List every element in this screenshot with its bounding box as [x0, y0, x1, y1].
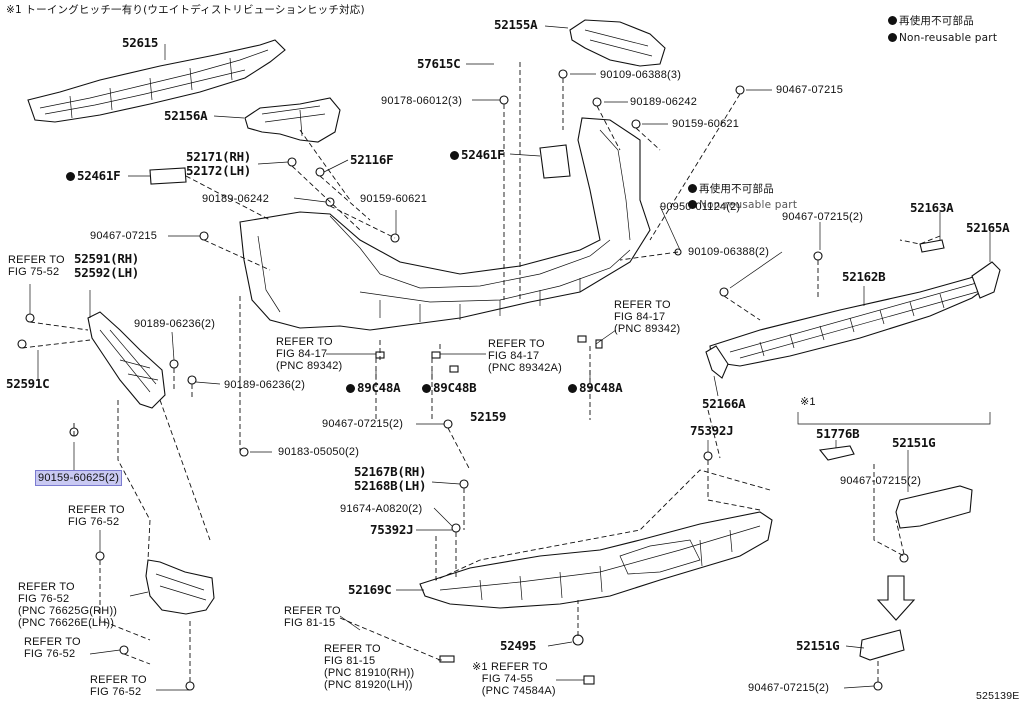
part-90467-07215-top[interactable]: 90467-07215	[776, 84, 844, 96]
part-89C48A-left[interactable]: 89C48A	[346, 381, 401, 395]
part-90159-60625-highlighted[interactable]: 90159-60625(2)	[35, 470, 123, 486]
bracket-52156A-shape	[244, 97, 341, 143]
part-90159-60621-top[interactable]: 90159-60621	[672, 118, 740, 130]
part-52591C[interactable]: 52591C	[6, 376, 50, 391]
part-90467-07215-left[interactable]: 90467-07215	[90, 230, 158, 242]
bumper-cover-shape	[239, 117, 651, 331]
non-reusable-marker-icon	[450, 151, 459, 160]
part-90189-06236-upper[interactable]: 90189-06236(2)	[134, 318, 216, 330]
non-reusable-marker-icon	[688, 184, 697, 193]
part-90467-07215-bottom[interactable]: 90467-07215(2)	[748, 682, 830, 694]
part-90189-06242-mid[interactable]: 90189-06242	[202, 193, 270, 205]
legend-jp-duplicate: 再使用不可部品	[688, 183, 774, 195]
part-52591-rh[interactable]: 52591(RH)	[74, 251, 140, 266]
bracket-52155A-shape	[569, 19, 666, 67]
part-52171[interactable]: 52171(RH)	[186, 149, 252, 164]
clip-51776B-shape	[818, 445, 855, 461]
non-reusable-marker-icon	[888, 16, 897, 25]
part-52165A[interactable]: 52165A	[966, 220, 1010, 235]
part-52592-lh[interactable]: 52592(LH)	[74, 265, 140, 280]
part-90178-06012[interactable]: 90178-06012(3)	[381, 95, 463, 107]
legend-jp: 再使用不可部品	[888, 15, 974, 27]
legend-en: Non-reusable part	[888, 32, 997, 44]
mudguard-shape	[145, 559, 215, 615]
part-90467-07215-right[interactable]: 90467-07215(2)	[782, 211, 864, 223]
dashed-assembly-lines	[21, 62, 941, 682]
part-90183-05050[interactable]: 90183-05050(2)	[278, 446, 360, 458]
part-90467-07215-option[interactable]: 90467-07215(2)	[840, 475, 922, 487]
part-90189-06236-lower[interactable]: 90189-06236(2)	[224, 379, 306, 391]
seal-52461F-right-shape	[539, 144, 571, 179]
pad-52163A-shape	[919, 239, 945, 253]
part-89C48A-right[interactable]: 89C48A	[568, 381, 623, 395]
bracket-52166A-shape	[705, 345, 729, 379]
part-52159[interactable]: 52159	[470, 409, 507, 424]
legend-en-duplicate: Non-reusable part	[688, 199, 797, 211]
option-note: ※1 トーイングヒッチ一有り(ウエイトディストリビューションヒッチ対応)	[6, 4, 365, 16]
protector-52151G-lower-shape	[859, 629, 905, 661]
non-reusable-marker-icon	[346, 384, 355, 393]
part-90159-60621-mid[interactable]: 90159-60621	[360, 193, 428, 205]
part-52156A[interactable]: 52156A	[164, 108, 208, 123]
figure-id: 525139E	[976, 690, 1020, 702]
reinforcement-52615-shape	[27, 39, 286, 123]
option-box	[797, 412, 991, 425]
part-51776B[interactable]: 51776B	[816, 426, 860, 441]
part-52167B[interactable]: 52167B(RH)	[354, 464, 427, 479]
part-89C48B[interactable]: 89C48B	[422, 381, 477, 395]
protector-52151G-upper-shape	[895, 485, 973, 529]
part-52163A[interactable]: 52163A	[910, 200, 954, 215]
step-pad-52162B-shape	[709, 269, 995, 367]
part-52166A[interactable]: 52166A	[702, 396, 746, 411]
non-reusable-marker-icon	[688, 200, 697, 209]
non-reusable-marker-icon	[888, 33, 897, 42]
part-90950-01124[interactable]: 90950-01124(2)	[660, 201, 741, 213]
part-52495[interactable]: 52495	[500, 638, 537, 653]
part-57615C[interactable]: 57615C	[417, 56, 461, 71]
part-91674-A0820[interactable]: 91674-A0820(2)	[340, 503, 423, 515]
part-52151G-lower[interactable]: 52151G	[796, 638, 840, 653]
non-reusable-marker-icon	[422, 384, 431, 393]
part-75392J-upper[interactable]: 75392J	[690, 423, 734, 438]
part-52162B[interactable]: 52162B	[842, 269, 886, 284]
part-75392J-lower[interactable]: 75392J	[370, 522, 414, 537]
part-90109-06388-3[interactable]: 90109-06388(3)	[600, 69, 682, 81]
part-90467-07215-center[interactable]: 90467-07215(2)	[322, 418, 404, 430]
part-90109-06388-2[interactable]: 90109-06388(2)	[688, 246, 770, 258]
part-90189-06242-top[interactable]: 90189-06242	[630, 96, 698, 108]
part-52168B[interactable]: 52168B(LH)	[354, 478, 427, 493]
end-cap-52165A-shape	[971, 261, 1001, 299]
leader-lines	[29, 25, 991, 691]
seal-52461F-left-shape	[149, 167, 187, 185]
refer-fig-74-55[interactable]: ※1 REFER TO FIG 74-55 (PNC 74584A)	[472, 661, 556, 697]
part-52461F-left[interactable]: 52461F	[66, 169, 121, 183]
part-52169C[interactable]: 52169C	[348, 582, 392, 597]
option-mark: ※1	[800, 396, 816, 408]
part-52151G-upper[interactable]: 52151G	[892, 435, 936, 450]
arrow-down-shape	[876, 575, 916, 621]
non-reusable-marker-icon	[568, 384, 577, 393]
non-reusable-marker-icon	[66, 172, 75, 181]
part-52461F-right[interactable]: 52461F	[450, 148, 505, 162]
part-52615[interactable]: 52615	[122, 35, 159, 50]
step-bumper-52169C-shape	[419, 511, 773, 609]
side-bracket-52591-shape	[87, 311, 166, 409]
part-52155A[interactable]: 52155A	[494, 17, 538, 32]
part-52172[interactable]: 52172(LH)	[186, 163, 252, 178]
part-52116F[interactable]: 52116F	[350, 152, 394, 167]
